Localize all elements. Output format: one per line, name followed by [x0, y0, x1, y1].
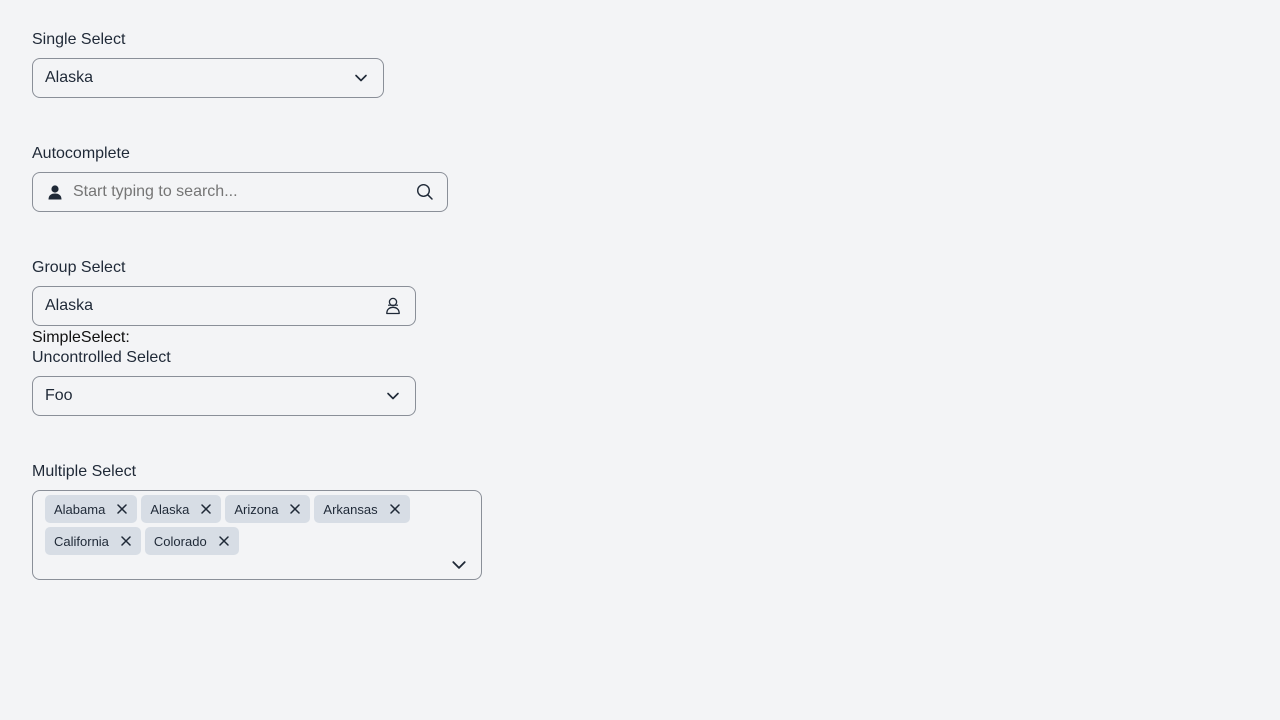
close-icon[interactable] [388, 502, 402, 516]
chip: Arizona [225, 495, 311, 523]
chip: Arkansas [314, 495, 410, 523]
autocomplete[interactable] [32, 172, 448, 212]
multiple-select-label: Multiple Select [32, 463, 137, 480]
uncontrolled-select-field: Uncontrolled Select Foo [32, 348, 416, 416]
chip-label: Colorado [153, 533, 207, 549]
chip: Alabama [45, 495, 138, 523]
close-icon[interactable] [199, 502, 213, 516]
single-select-field: Single Select Alaska [32, 30, 384, 98]
autocomplete-input[interactable] [73, 183, 415, 201]
multiple-select-field: Multiple Select Alabama Alaska Arizona A… [32, 462, 482, 580]
close-icon[interactable] [119, 534, 133, 548]
close-icon[interactable] [288, 502, 302, 516]
single-select-label: Single Select [32, 31, 126, 48]
single-select-value: Alaska [45, 69, 94, 86]
simple-select-heading: SimpleSelect: [32, 329, 130, 346]
multiple-select[interactable]: Alabama Alaska Arizona Arkansas Californ… [32, 490, 482, 580]
user-icon[interactable] [383, 296, 403, 316]
uncontrolled-select[interactable]: Foo [32, 376, 416, 416]
chip: Colorado [144, 527, 239, 555]
chip-label: Alabama [54, 501, 106, 517]
chip-label: Arizona [234, 501, 279, 517]
close-icon[interactable] [115, 502, 129, 516]
chip-list: Alabama Alaska Arizona Arkansas Californ… [45, 493, 425, 557]
chip-label: Arkansas [323, 501, 378, 517]
chevron-down-icon[interactable] [383, 386, 403, 406]
chip: Alaska [141, 495, 222, 523]
search-icon[interactable] [415, 182, 435, 202]
chip-label: California [54, 533, 109, 549]
autocomplete-label: Autocomplete [32, 145, 130, 162]
group-select-label: Group Select [32, 259, 126, 276]
chevron-down-icon[interactable] [451, 557, 467, 573]
uncontrolled-select-value: Foo [45, 387, 73, 404]
single-select[interactable]: Alaska [32, 58, 384, 98]
user-icon [45, 182, 65, 202]
chip: California [45, 527, 141, 555]
uncontrolled-select-label: Uncontrolled Select [32, 349, 171, 366]
group-select-field: Group Select Alaska [32, 258, 416, 326]
chip-label: Alaska [150, 501, 190, 517]
chevron-down-icon[interactable] [351, 68, 371, 88]
close-icon[interactable] [217, 534, 231, 548]
group-select-value: Alaska [45, 297, 94, 314]
group-select[interactable]: Alaska [32, 286, 416, 326]
autocomplete-field: Autocomplete [32, 144, 448, 212]
